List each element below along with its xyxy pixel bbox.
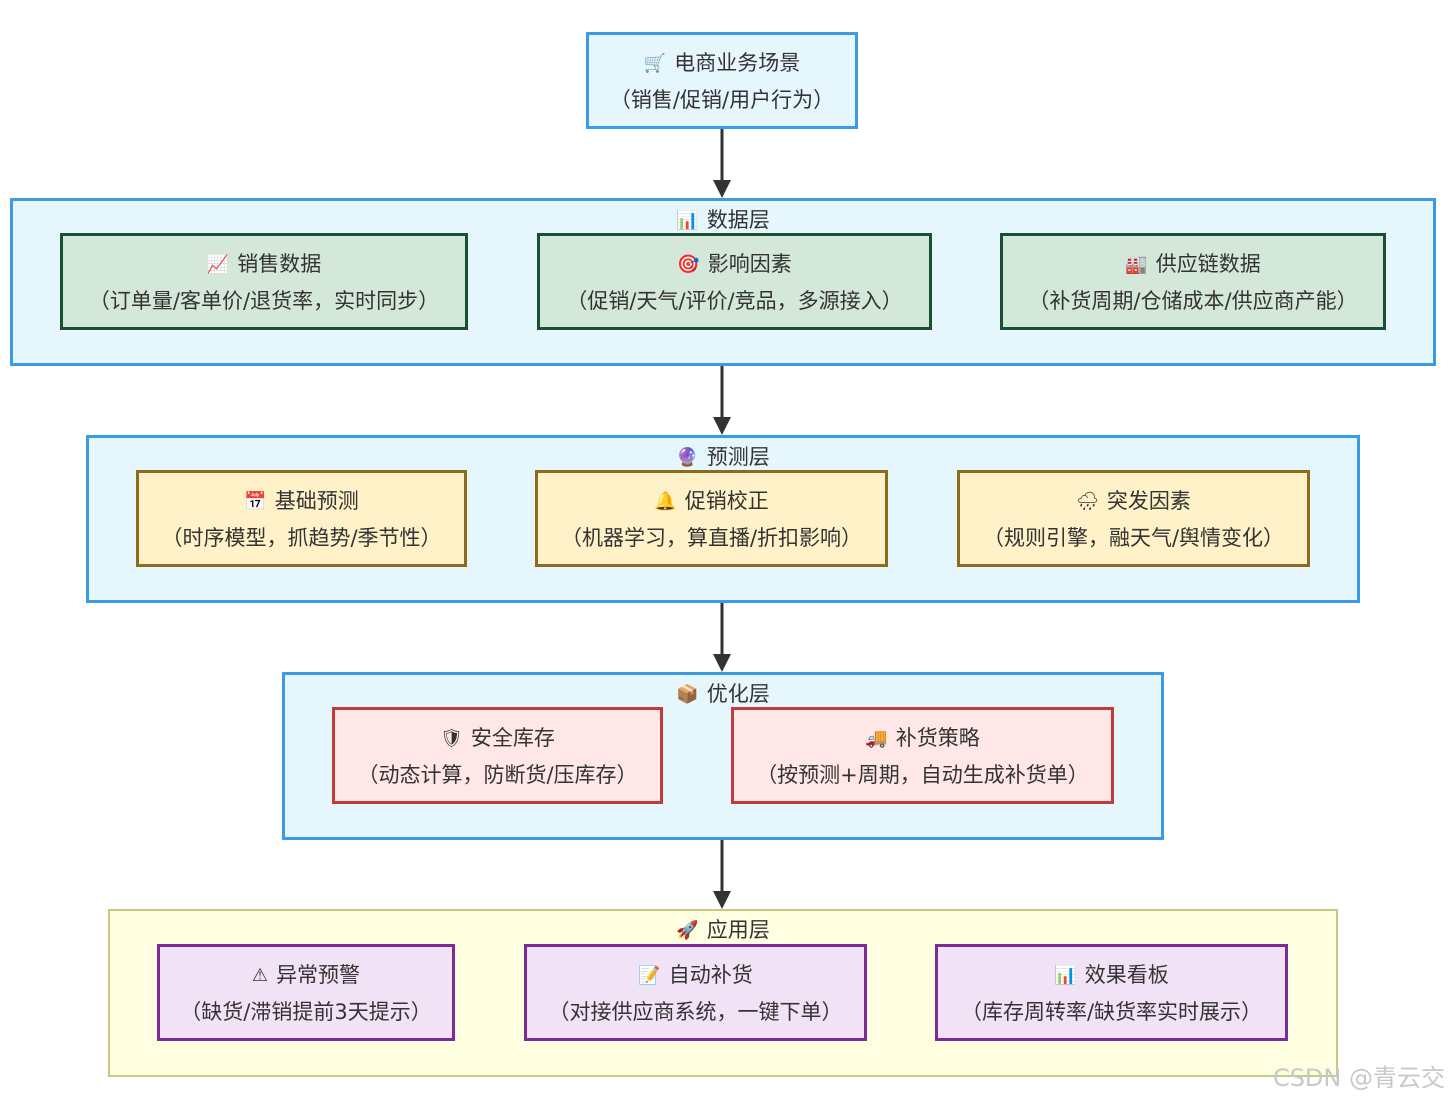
node-influencing-factors-subtitle: （促销/天气/评价/竞品，多源接入） bbox=[566, 289, 903, 313]
node-supply-chain-data-title: 供应链数据 bbox=[1155, 252, 1261, 276]
node-effect-dashboard: 📊 效果看板 （库存周转率/缺货率实时展示） bbox=[935, 944, 1288, 1041]
node-sales-data-title-line: 📈 销售数据 bbox=[63, 246, 465, 283]
bar-chart-icon: 📊 bbox=[1054, 965, 1077, 986]
node-auto-replenishment: 📝 自动补货 （对接供应商系统，一键下单） bbox=[524, 944, 867, 1041]
app-layer-title-text: 应用层 bbox=[706, 918, 770, 942]
shield-icon: 🛡 bbox=[440, 728, 463, 749]
shopping-cart-icon: 🛒 bbox=[643, 53, 667, 74]
root-node-title: 电商业务场景 bbox=[674, 51, 801, 75]
root-node-title-line: 🛒 电商业务场景 bbox=[589, 45, 855, 82]
rain-cloud-icon: 🌧 bbox=[1076, 491, 1099, 512]
node-auto-replenishment-title-line: 📝 自动补货 bbox=[527, 957, 864, 994]
memo-icon: 📝 bbox=[638, 965, 661, 986]
node-sudden-factors-title-line: 🌧 突发因素 bbox=[960, 483, 1307, 520]
node-sales-data: 📈 销售数据 （订单量/客单价/退货率，实时同步） bbox=[60, 233, 468, 330]
node-effect-dashboard-title-line: 📊 效果看板 bbox=[938, 957, 1285, 994]
predict-layer-title-text: 预测层 bbox=[706, 445, 770, 469]
bar-chart-icon: 📊 bbox=[676, 210, 699, 231]
node-anomaly-alert: ⚠ 异常预警 （缺货/滞销提前3天提示） bbox=[157, 944, 455, 1041]
crystal-ball-icon: 🔮 bbox=[676, 447, 699, 468]
bell-icon: 🔔 bbox=[654, 491, 677, 512]
node-supply-chain-data-subtitle: （补货周期/仓储成本/供应商产能） bbox=[1028, 289, 1358, 313]
node-replenishment-strategy: 🚚 补货策略 （按预测+周期，自动生成补货单） bbox=[731, 707, 1114, 804]
package-icon: 📦 bbox=[676, 684, 699, 705]
node-influencing-factors: 🎯 影响因素 （促销/天气/评价/竞品，多源接入） bbox=[537, 233, 932, 330]
opt-layer-title-text: 优化层 bbox=[706, 682, 770, 706]
node-promotion-correction-title-line: 🔔 促销校正 bbox=[538, 483, 885, 520]
node-safety-stock: 🛡 安全库存 （动态计算，防断货/压库存） bbox=[332, 707, 663, 804]
node-safety-stock-subtitle: （动态计算，防断货/压库存） bbox=[357, 763, 638, 787]
node-sudden-factors: 🌧 突发因素 （规则引擎，融天气/舆情变化） bbox=[957, 470, 1310, 567]
node-replenishment-strategy-title-line: 🚚 补货策略 bbox=[734, 720, 1111, 757]
node-safety-stock-title: 安全库存 bbox=[470, 726, 555, 750]
arrowhead-root-to-data bbox=[713, 180, 731, 198]
opt-layer-title: 📦 优化层 bbox=[285, 679, 1161, 710]
node-sudden-factors-subtitle: （规则引擎，融天气/舆情变化） bbox=[982, 526, 1285, 550]
node-anomaly-alert-title-line: ⚠ 异常预警 bbox=[160, 957, 452, 994]
calendar-icon: 📅 bbox=[244, 491, 267, 512]
node-base-forecast-title-line: 📅 基础预测 bbox=[139, 483, 464, 520]
node-base-forecast: 📅 基础预测 （时序模型，抓趋势/季节性） bbox=[136, 470, 467, 567]
node-auto-replenishment-subtitle: （对接供应商系统，一键下单） bbox=[548, 1000, 843, 1024]
data-layer-title: 📊 数据层 bbox=[13, 205, 1433, 236]
node-influencing-factors-title: 影响因素 bbox=[707, 252, 792, 276]
node-promotion-correction: 🔔 促销校正 （机器学习，算直播/折扣影响） bbox=[535, 470, 888, 567]
node-base-forecast-subtitle: （时序模型，抓趋势/季节性） bbox=[161, 526, 442, 550]
node-effect-dashboard-title: 效果看板 bbox=[1084, 963, 1169, 987]
node-replenishment-strategy-subtitle: （按预测+周期，自动生成补货单） bbox=[756, 763, 1089, 787]
root-node-subtitle: （销售/促销/用户行为） bbox=[609, 88, 835, 112]
truck-icon: 🚚 bbox=[865, 728, 888, 749]
node-safety-stock-title-line: 🛡 安全库存 bbox=[335, 720, 660, 757]
arrowhead-data-to-predict bbox=[713, 417, 731, 435]
node-supply-chain-data: 🏭 供应链数据 （补货周期/仓储成本/供应商产能） bbox=[1000, 233, 1386, 330]
node-promotion-correction-title: 促销校正 bbox=[684, 489, 769, 513]
node-auto-replenishment-title: 自动补货 bbox=[668, 963, 753, 987]
node-anomaly-alert-subtitle: （缺货/滞销提前3天提示） bbox=[180, 1000, 432, 1024]
node-supply-chain-data-title-line: 🏭 供应链数据 bbox=[1003, 246, 1383, 283]
node-anomaly-alert-title: 异常预警 bbox=[276, 963, 361, 987]
arrowhead-predict-to-opt bbox=[713, 654, 731, 672]
rocket-icon: 🚀 bbox=[676, 920, 699, 941]
node-influencing-factors-title-line: 🎯 影响因素 bbox=[540, 246, 929, 283]
node-sales-data-title: 销售数据 bbox=[237, 252, 322, 276]
node-sudden-factors-title: 突发因素 bbox=[1106, 489, 1191, 513]
watermark: CSDN @青云交 bbox=[1272, 1064, 1445, 1092]
root-node-ecommerce-scenario: 🛒 电商业务场景 （销售/促销/用户行为） bbox=[586, 32, 858, 129]
target-icon: 🎯 bbox=[677, 254, 700, 275]
node-promotion-correction-subtitle: （机器学习，算直播/折扣影响） bbox=[560, 526, 863, 550]
line-chart-icon: 📈 bbox=[206, 254, 230, 275]
predict-layer-title: 🔮 预测层 bbox=[89, 442, 1357, 473]
arrowhead-opt-to-app bbox=[713, 891, 731, 909]
node-sales-data-subtitle: （订单量/客单价/退货率，实时同步） bbox=[88, 289, 440, 313]
factory-icon: 🏭 bbox=[1125, 254, 1148, 275]
node-effect-dashboard-subtitle: （库存周转率/缺货率实时展示） bbox=[960, 1000, 1263, 1024]
node-base-forecast-title: 基础预测 bbox=[274, 489, 359, 513]
warning-icon: ⚠ bbox=[251, 965, 269, 986]
node-replenishment-strategy-title: 补货策略 bbox=[895, 726, 980, 750]
app-layer-title: 🚀 应用层 bbox=[110, 915, 1336, 946]
data-layer-title-text: 数据层 bbox=[706, 208, 770, 232]
